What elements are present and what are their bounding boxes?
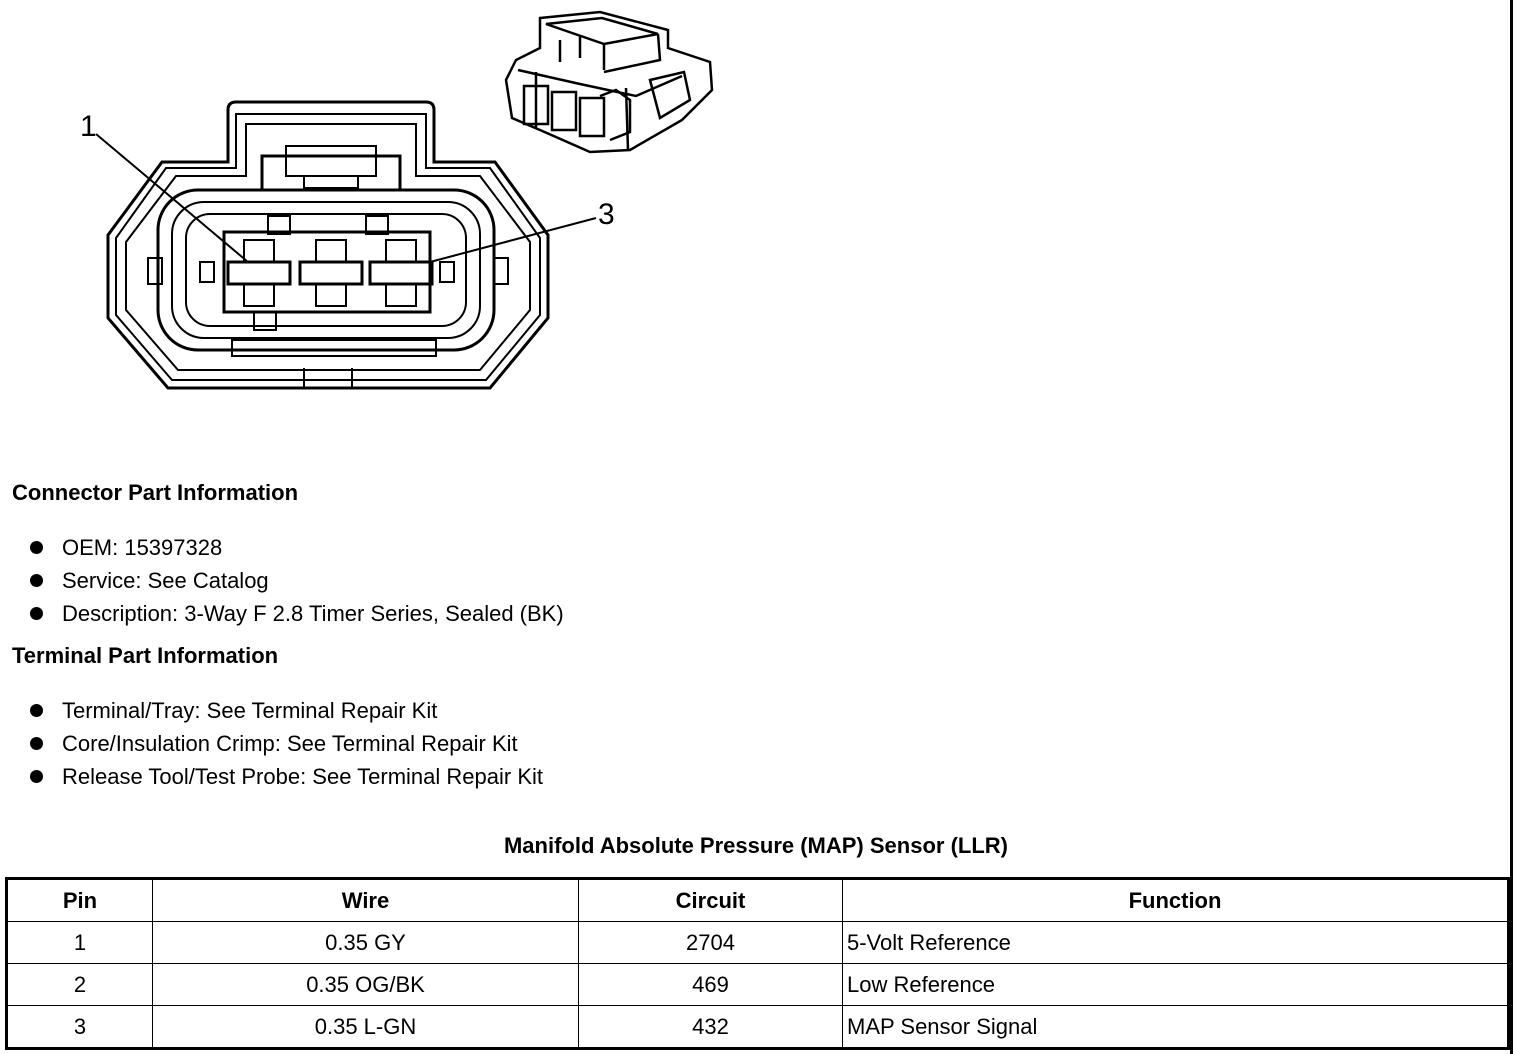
bullet-icon [30, 607, 43, 620]
cell-circuit: 469 [578, 963, 843, 1006]
pinout-table: Pin Wire Circuit Function 1 0.35 GY 2704… [5, 877, 1510, 1050]
header-pin: Pin [6, 878, 153, 922]
callout-1: 1 [80, 110, 97, 143]
connector-info-title: Connector Part Information [12, 480, 299, 505]
cell-circuit: 432 [578, 1005, 843, 1049]
cell-wire: 0.35 L-GN [152, 1005, 579, 1049]
cell-pin: 3 [6, 1005, 153, 1049]
list-item: Terminal/Tray: See Terminal Repair Kit [28, 694, 543, 727]
bullet-icon [30, 737, 43, 750]
table-row: 1 0.35 GY 2704 5-Volt Reference [6, 921, 1509, 964]
connector-face [106, 100, 550, 390]
cell-function: 5-Volt Reference [842, 921, 1509, 964]
cell-wire: 0.35 OG/BK [152, 963, 579, 1006]
table-header-row: Pin Wire Circuit Function [6, 878, 1509, 922]
bullet-icon [30, 770, 43, 783]
bullet-icon [30, 704, 43, 717]
callout-1-leader [95, 133, 249, 263]
list-item: Description: 3-Way F 2.8 Timer Series, S… [28, 597, 564, 630]
header-function: Function [842, 878, 1509, 922]
table-title: Manifold Absolute Pressure (MAP) Sensor … [503, 833, 1008, 858]
connector-info-list: OEM: 15397328 Service: See Catalog Descr… [28, 531, 564, 630]
list-item: Service: See Catalog [28, 564, 564, 597]
table-row: 3 0.35 L-GN 432 MAP Sensor Signal [6, 1005, 1509, 1049]
cell-wire: 0.35 GY [152, 921, 579, 964]
list-item: Core/Insulation Crimp: See Terminal Repa… [28, 727, 543, 760]
terminal-info-list: Terminal/Tray: See Terminal Repair Kit C… [28, 694, 543, 793]
header-wire: Wire [152, 878, 579, 922]
header-circuit: Circuit [578, 878, 843, 922]
bullet-icon [30, 574, 43, 587]
table-row: 2 0.35 OG/BK 469 Low Reference [6, 963, 1509, 1006]
cell-circuit: 2704 [578, 921, 843, 964]
list-item: OEM: 15397328 [28, 531, 564, 564]
callout-3-leader [429, 217, 597, 263]
cell-pin: 1 [6, 921, 153, 964]
list-item: Release Tool/Test Probe: See Terminal Re… [28, 760, 543, 793]
bullet-icon [30, 541, 43, 554]
connector-diagram [95, 10, 714, 390]
connector-iso-view [504, 10, 714, 154]
callout-3: 3 [598, 198, 615, 231]
page-right-border [1510, 0, 1513, 1054]
terminal-info-title: Terminal Part Information [12, 643, 279, 668]
cell-pin: 2 [6, 963, 153, 1006]
cell-function: MAP Sensor Signal [842, 1005, 1509, 1049]
cell-function: Low Reference [842, 963, 1509, 1006]
